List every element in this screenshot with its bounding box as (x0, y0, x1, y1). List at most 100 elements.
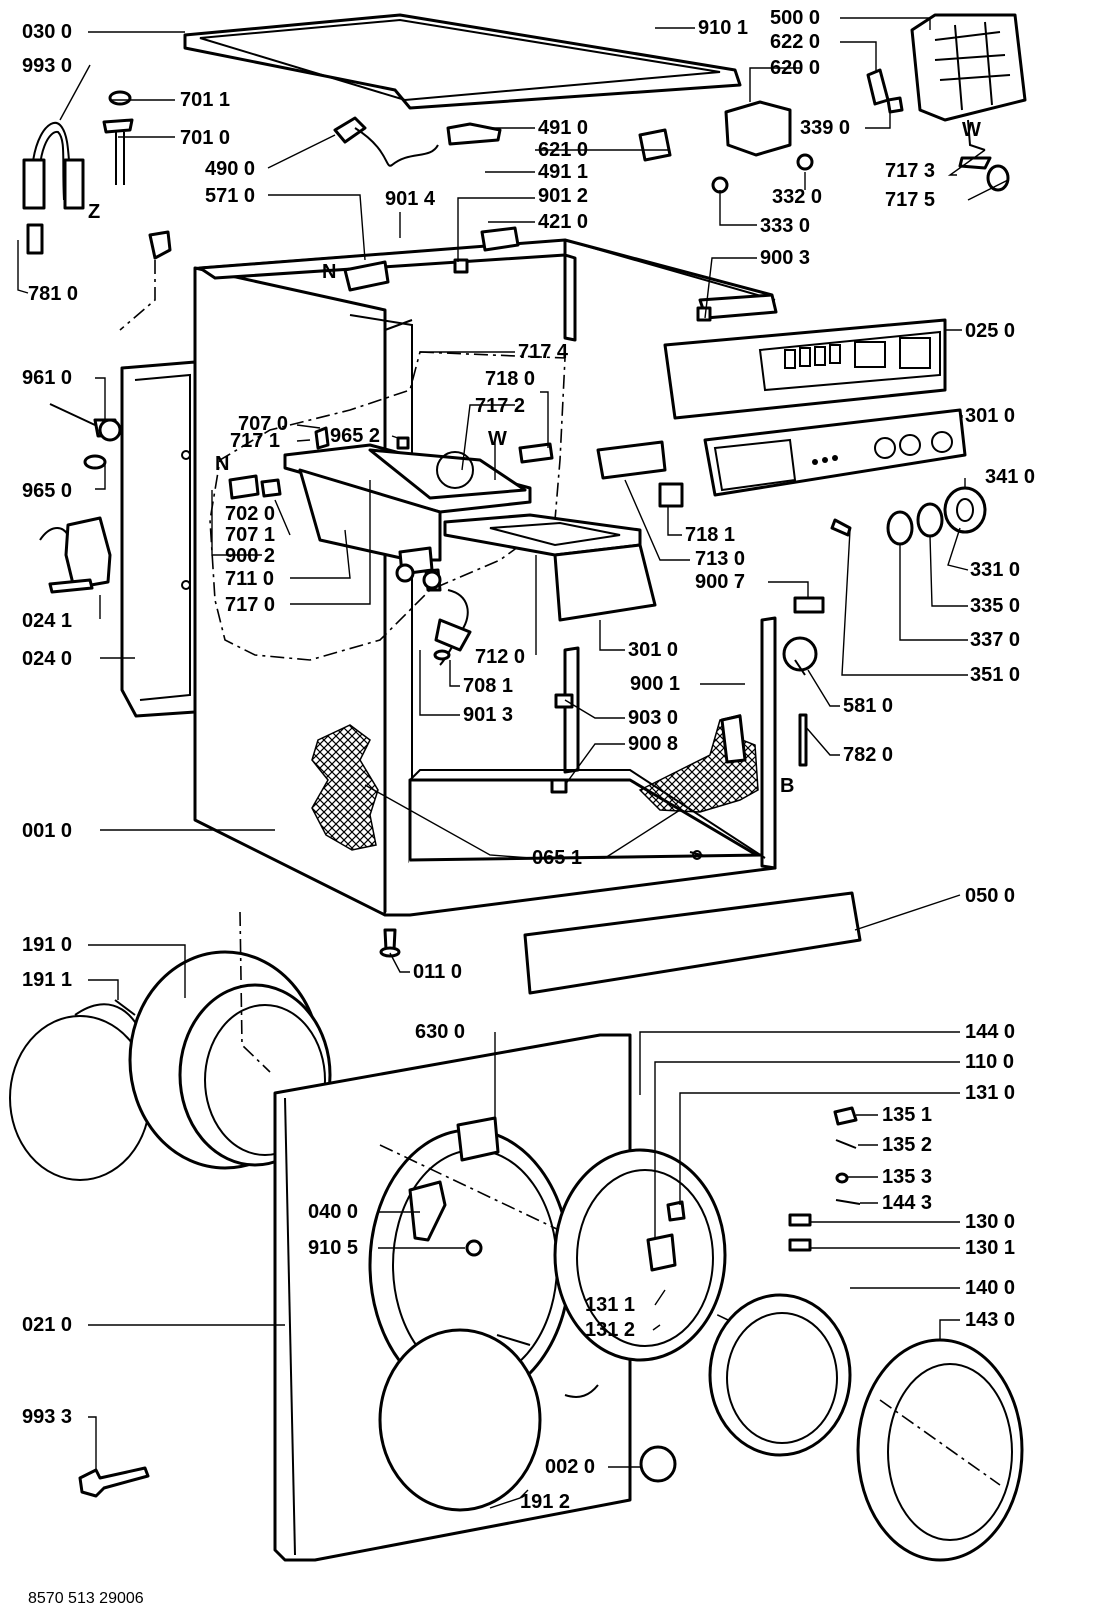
label-130-1: 130 1 (965, 1237, 1015, 1259)
label-333-0: 333 0 (760, 215, 810, 237)
label-717-0: 717 0 (225, 594, 275, 616)
label-900-7: 900 7 (695, 571, 745, 593)
label-993-3: 993 3 (22, 1406, 72, 1428)
label-001-0: 001 0 (22, 820, 72, 842)
label-065-1: 065 1 (532, 847, 582, 869)
label-339-0: 339 0 (800, 117, 850, 139)
label-900-3: 900 3 (760, 247, 810, 269)
label-337-0: 337 0 (970, 629, 1020, 651)
label-717-3: 717 3 (885, 160, 935, 182)
programmer-module (910, 13, 1027, 122)
label-143-0: 143 0 (965, 1309, 1015, 1331)
label-782-0: 782 0 (843, 744, 893, 766)
label-712-0: 712 0 (475, 646, 525, 668)
label-901-2: 901 2 (538, 185, 588, 207)
knob-335 (916, 502, 944, 538)
label-707-0: 707 0 (238, 413, 288, 435)
label-491-0: 491 0 (538, 117, 588, 139)
dispenser-housing (283, 443, 657, 666)
label-140-0: 140 0 (965, 1277, 1015, 1299)
label-903-0: 903 0 (628, 707, 678, 729)
label-491-1: 491 1 (538, 161, 588, 183)
label-620-0: 620 0 (770, 57, 820, 79)
label-965-0: 965 0 (22, 480, 72, 502)
label-965-2: 965 2 (330, 425, 380, 447)
back-panel (120, 360, 197, 718)
label-335-0: 335 0 (970, 595, 1020, 617)
label-900-1: 900 1 (630, 673, 680, 695)
label-301-0-a: 301 0 (965, 405, 1015, 427)
top-cover (183, 13, 742, 110)
label-708-1: 708 1 (463, 675, 513, 697)
label-993-0: 993 0 (22, 55, 72, 77)
spanner-tool (78, 1466, 150, 1498)
label-500-0: 500 0 (770, 7, 820, 29)
label-135-2: 135 2 (882, 1134, 932, 1156)
label-571-0: 571 0 (205, 185, 255, 207)
label-135-1: 135 1 (882, 1104, 932, 1126)
control-panel-frame (663, 318, 947, 420)
label-011-0: 011 0 (413, 961, 462, 983)
label-030-0: 030 0 (22, 21, 72, 43)
plinth (523, 891, 862, 995)
label-717-2: 717 2 (475, 395, 525, 417)
label-701-1: 701 1 (180, 89, 230, 111)
label-025-0: 025 0 (965, 320, 1015, 342)
label-341-0: 341 0 (985, 466, 1035, 488)
label-622-0: 622 0 (770, 31, 820, 53)
label-050-0: 050 0 (965, 885, 1015, 907)
label-130-0: 130 0 (965, 1211, 1015, 1233)
label-131-1: 131 1 (585, 1294, 635, 1316)
label-781-0: 781 0 (28, 283, 78, 305)
control-panel-fascia (703, 408, 967, 497)
knob-337 (886, 510, 914, 546)
insulation-left (311, 724, 379, 851)
label-191-0: 191 0 (22, 934, 72, 956)
label-331-0: 331 0 (970, 559, 1020, 581)
marker-n-left: N (215, 453, 229, 475)
label-301-0-b: 301 0 (628, 639, 678, 661)
label-702-0: 702 0 (225, 503, 275, 525)
label-351-0: 351 0 (970, 664, 1020, 686)
marker-n-top: N (322, 261, 336, 283)
label-002-0: 002 0 (545, 1456, 595, 1478)
label-717-4: 717 4 (518, 341, 569, 363)
label-711-0: 711 0 (225, 568, 274, 590)
label-718-0: 718 0 (485, 368, 535, 390)
marker-z: Z (88, 201, 100, 223)
label-718-1: 718 1 (685, 524, 735, 546)
label-900-2: 900 2 (225, 545, 275, 567)
label-717-1: 717 1 (230, 430, 280, 452)
marker-w-programmer: W (962, 119, 981, 141)
label-910-1: 910 1 (698, 17, 748, 39)
door-trim (856, 1338, 1024, 1562)
label-131-0: 131 0 (965, 1082, 1015, 1104)
marker-b: B (780, 775, 794, 797)
label-621-0: 621 0 (538, 139, 588, 161)
label-421-0: 421 0 (538, 211, 588, 233)
label-717-5: 717 5 (885, 189, 935, 211)
control-panel-buttons (784, 337, 931, 369)
label-135-3: 135 3 (882, 1166, 932, 1188)
door-frame (708, 1293, 852, 1457)
label-021-0: 021 0 (22, 1314, 72, 1336)
document-number: 8570 513 29006 (28, 1590, 144, 1607)
label-900-8: 900 8 (628, 733, 678, 755)
callout-labels: 030 0 993 0 701 1 701 0 490 0 571 0 781 … (22, 7, 1035, 1607)
label-191-2: 191 2 (520, 1491, 570, 1513)
label-713-0: 713 0 (695, 548, 745, 570)
door-window (378, 1328, 542, 1512)
label-024-1: 024 1 (22, 610, 72, 632)
label-332-0: 332 0 (772, 186, 822, 208)
label-910-5: 910 5 (308, 1237, 358, 1259)
label-901-4: 901 4 (385, 188, 436, 210)
label-040-0: 040 0 (308, 1201, 358, 1223)
label-131-2: 131 2 (585, 1319, 635, 1341)
leader-lines (17, 17, 1009, 1509)
label-024-0: 024 0 (22, 648, 72, 670)
label-144-0: 144 0 (965, 1021, 1015, 1043)
label-901-3: 901 3 (463, 704, 513, 726)
parts-layer (9, 13, 1027, 1562)
